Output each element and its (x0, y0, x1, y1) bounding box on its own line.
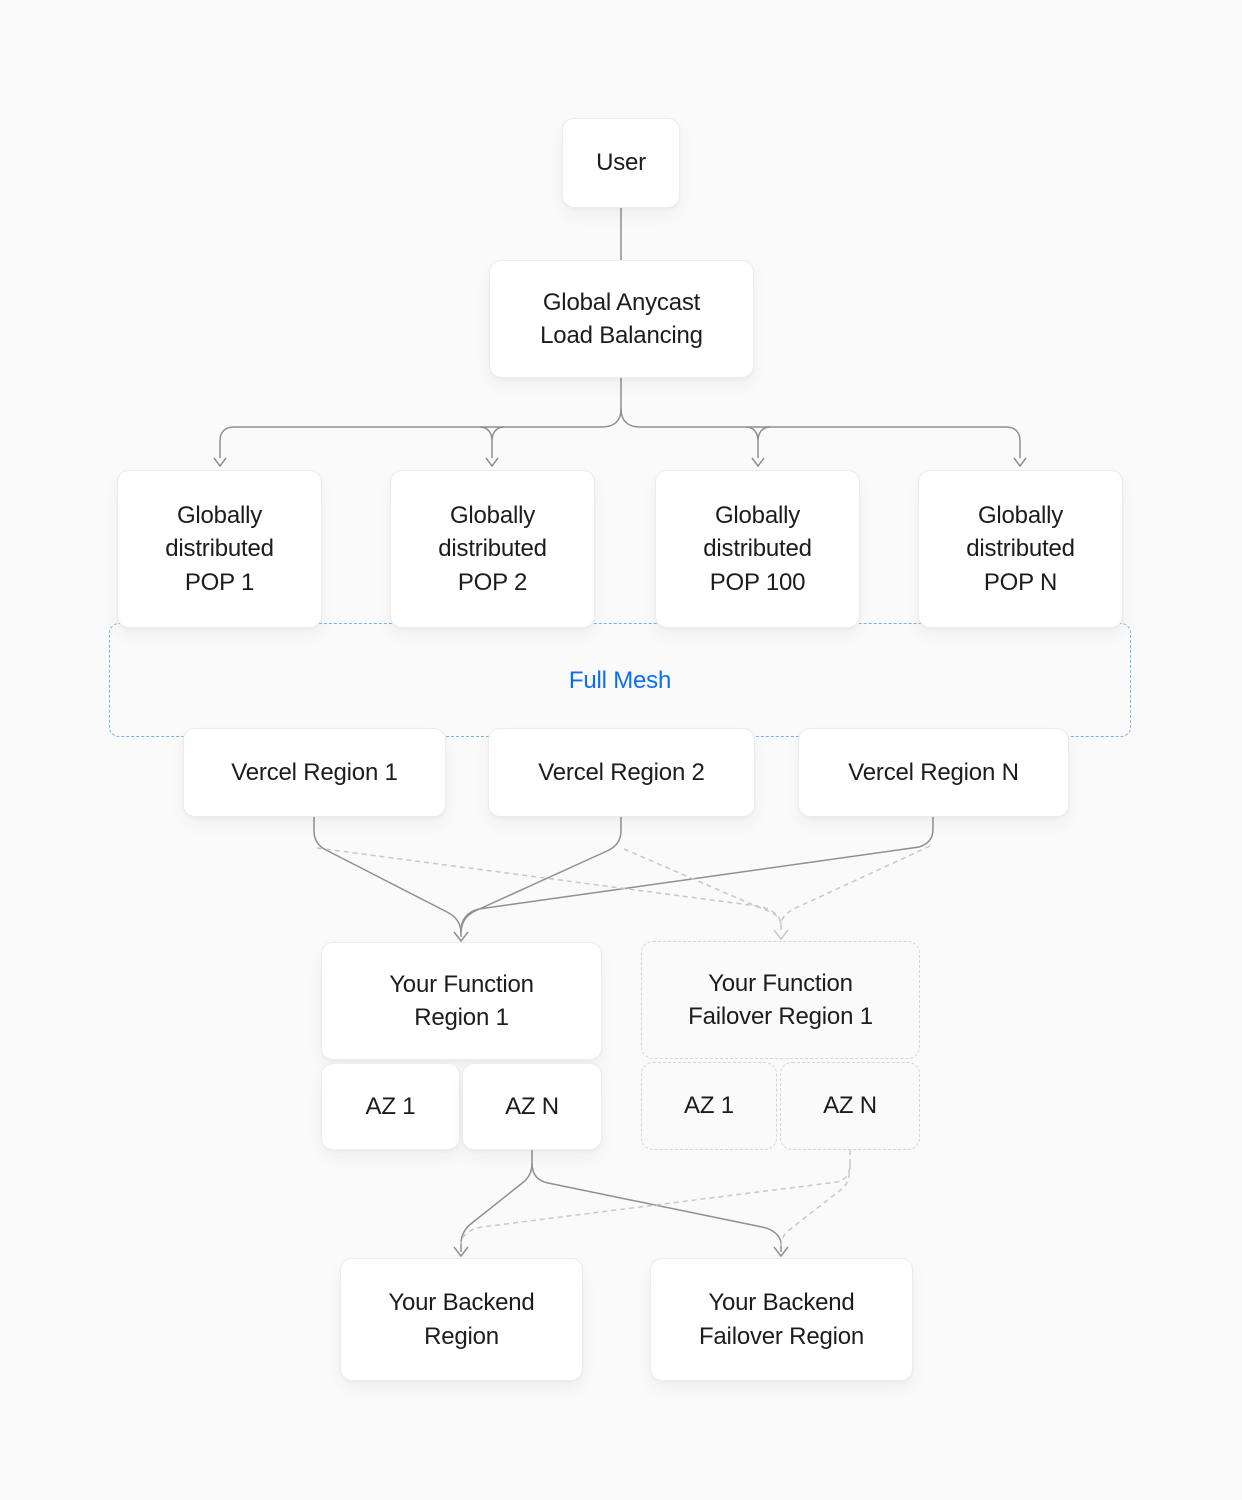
node-vercel-region-1-label: Vercel Region 1 (231, 758, 398, 786)
edge-vrn-to-failover (780, 845, 931, 926)
node-user: User (562, 118, 680, 208)
edge-azn-to-backend (460, 1150, 533, 1252)
node-function-az-1: AZ 1 (321, 1063, 460, 1150)
node-pop-1: Globally distributed POP 1 (117, 470, 322, 628)
edge-vr2-to-function (460, 817, 622, 934)
node-failover-az-1-label: AZ 1 (684, 1092, 734, 1120)
node-pop-100-label: Globally distributed POP 100 (703, 502, 812, 596)
node-function-az-1-label: AZ 1 (365, 1092, 416, 1120)
node-load-balancer-label: Global Anycast Load Balancing (540, 288, 703, 349)
node-user-label: User (596, 149, 646, 177)
edge-failover-azn-to-backend-failover (780, 1163, 851, 1247)
edge-vr2-to-failover (623, 848, 782, 926)
node-function-az-n: AZ N (462, 1063, 602, 1150)
arrow-pop1 (213, 457, 227, 468)
node-backend-region: Your Backend Region (340, 1258, 583, 1381)
node-vercel-region-2: Vercel Region 2 (488, 728, 755, 817)
node-pop-100: Globally distributed POP 100 (655, 470, 860, 628)
full-mesh-text: Full Mesh (568, 667, 672, 694)
edge-drop-pop100 (745, 426, 771, 458)
edge-vr1-to-failover (316, 847, 782, 933)
solid-edges (213, 208, 1027, 1258)
node-pop-1-label: Globally distributed POP 1 (165, 502, 274, 596)
arrow-popn (1013, 457, 1027, 468)
node-load-balancer: Global Anycast Load Balancing (489, 260, 754, 378)
node-vercel-region-2-label: Vercel Region 2 (538, 758, 705, 786)
node-backend-failover-region-label: Your Backend Failover Region (698, 1289, 865, 1350)
edge-lb-rail-right (620, 408, 1021, 458)
edge-vrn-to-function (460, 817, 934, 932)
node-function-failover-region-label: Your Function Failover Region 1 (688, 969, 873, 1030)
node-function-failover-region: Your Function Failover Region 1 (641, 941, 920, 1059)
node-failover-az-n: AZ N (780, 1062, 920, 1150)
arrow-function-failover (773, 929, 789, 941)
arrow-pop2 (485, 457, 499, 468)
edge-lb-rail-left (219, 378, 622, 458)
edge-vr1-to-function (313, 817, 462, 937)
node-vercel-region-1: Vercel Region 1 (183, 728, 446, 817)
node-failover-az-1: AZ 1 (641, 1062, 777, 1150)
node-vercel-region-n-label: Vercel Region N (848, 758, 1019, 786)
edge-drop-pop2 (479, 426, 505, 458)
node-pop-2-label: Globally distributed POP 2 (438, 502, 547, 596)
full-mesh-label: Full Mesh (109, 667, 1131, 695)
node-function-region: Your Function Region 1 (321, 942, 602, 1060)
node-pop-n-label: Globally distributed POP N (966, 502, 1075, 596)
node-failover-az-n-label: AZ N (823, 1092, 877, 1120)
arrow-pop100 (751, 457, 765, 468)
arrow-backend-failover (773, 1246, 789, 1258)
node-backend-failover-region: Your Backend Failover Region (650, 1258, 913, 1381)
node-function-region-label: Your Function Region 1 (389, 970, 534, 1031)
dashed-edges (316, 845, 931, 1247)
node-pop-n: Globally distributed POP N (918, 470, 1123, 628)
node-pop-2: Globally distributed POP 2 (390, 470, 595, 628)
arrow-function-region (453, 931, 469, 943)
node-function-az-n-label: AZ N (505, 1092, 559, 1120)
node-vercel-region-n: Vercel Region N (798, 728, 1069, 817)
edge-azn-to-backend-failover (531, 1162, 782, 1252)
arrow-backend-region (453, 1246, 469, 1258)
edge-failover-azn-to-backend (460, 1150, 851, 1245)
node-backend-region-label: Your Backend Region (388, 1289, 535, 1350)
